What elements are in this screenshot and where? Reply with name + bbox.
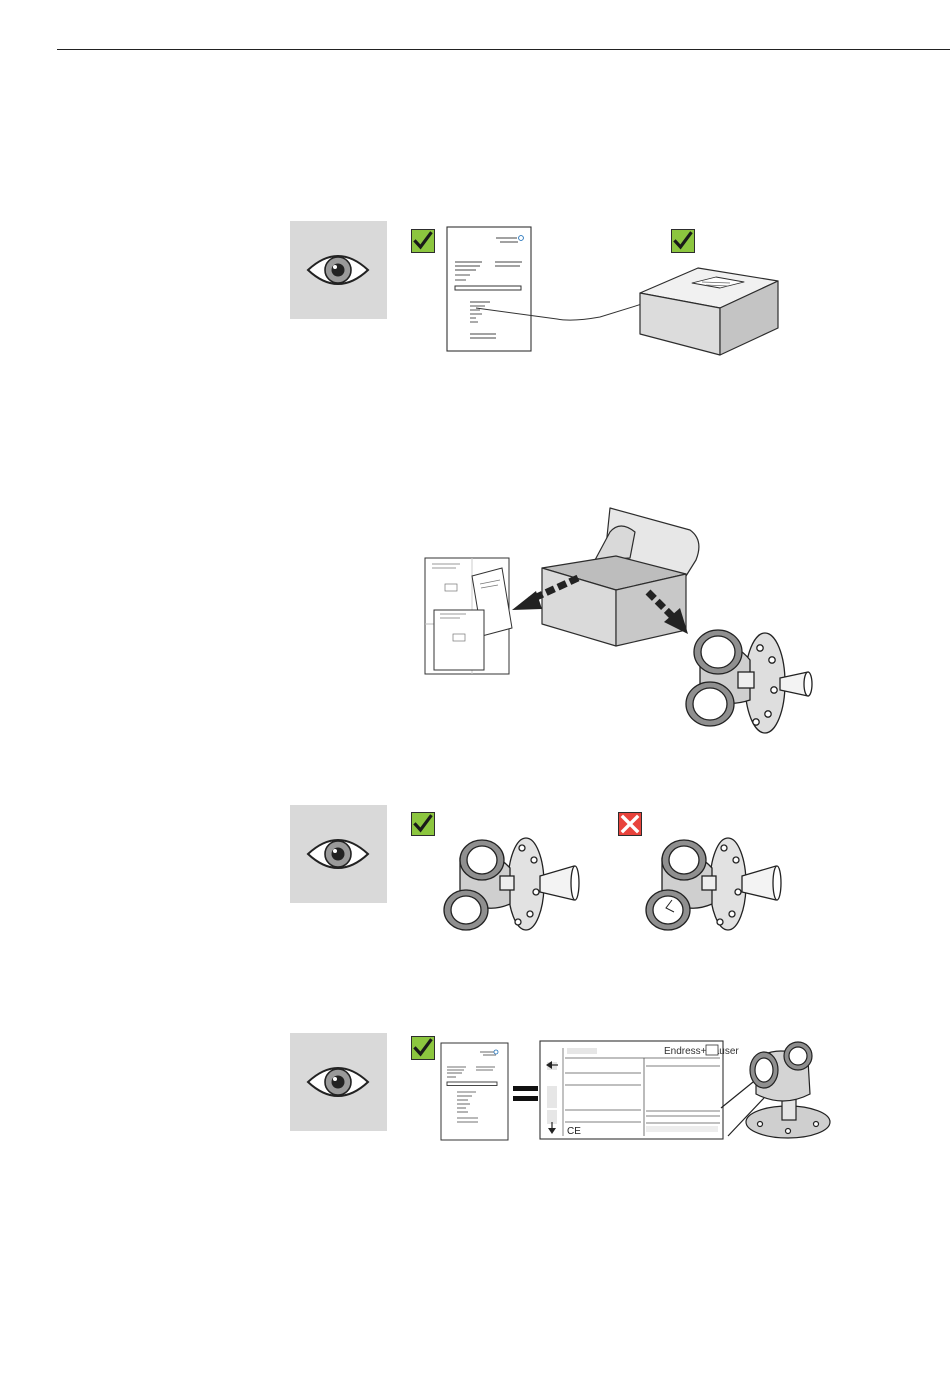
equals-sign bbox=[513, 1086, 538, 1101]
nameplate-brand: Endress+Hauser bbox=[664, 1046, 739, 1057]
eye-icon bbox=[290, 805, 387, 903]
nameplate: Endress+Hauser CE bbox=[540, 1041, 739, 1139]
checkmark-icon bbox=[411, 1036, 435, 1060]
checkmark-icon bbox=[411, 229, 435, 253]
eye-panel-step1 bbox=[290, 221, 387, 319]
eye-icon bbox=[290, 221, 387, 319]
undamaged-device-illustration bbox=[430, 830, 602, 942]
eye-icon bbox=[290, 1033, 387, 1131]
shipping-box bbox=[640, 268, 778, 355]
delivery-note-and-box-illustration bbox=[440, 224, 790, 360]
eye-panel-step4 bbox=[290, 1033, 387, 1131]
delivery-note-document bbox=[447, 227, 531, 351]
device-illustration bbox=[686, 630, 812, 733]
ce-mark-icon: CE bbox=[567, 1126, 581, 1137]
order-document bbox=[441, 1043, 508, 1140]
order-nameplate-comparison-illustration: Endress+Hauser CE bbox=[438, 1038, 838, 1144]
unpacking-illustration bbox=[420, 500, 820, 740]
header-rule bbox=[57, 49, 950, 50]
eye-panel-step3 bbox=[290, 805, 387, 903]
damaged-device-illustration bbox=[632, 830, 804, 942]
documents-stack bbox=[425, 558, 512, 674]
